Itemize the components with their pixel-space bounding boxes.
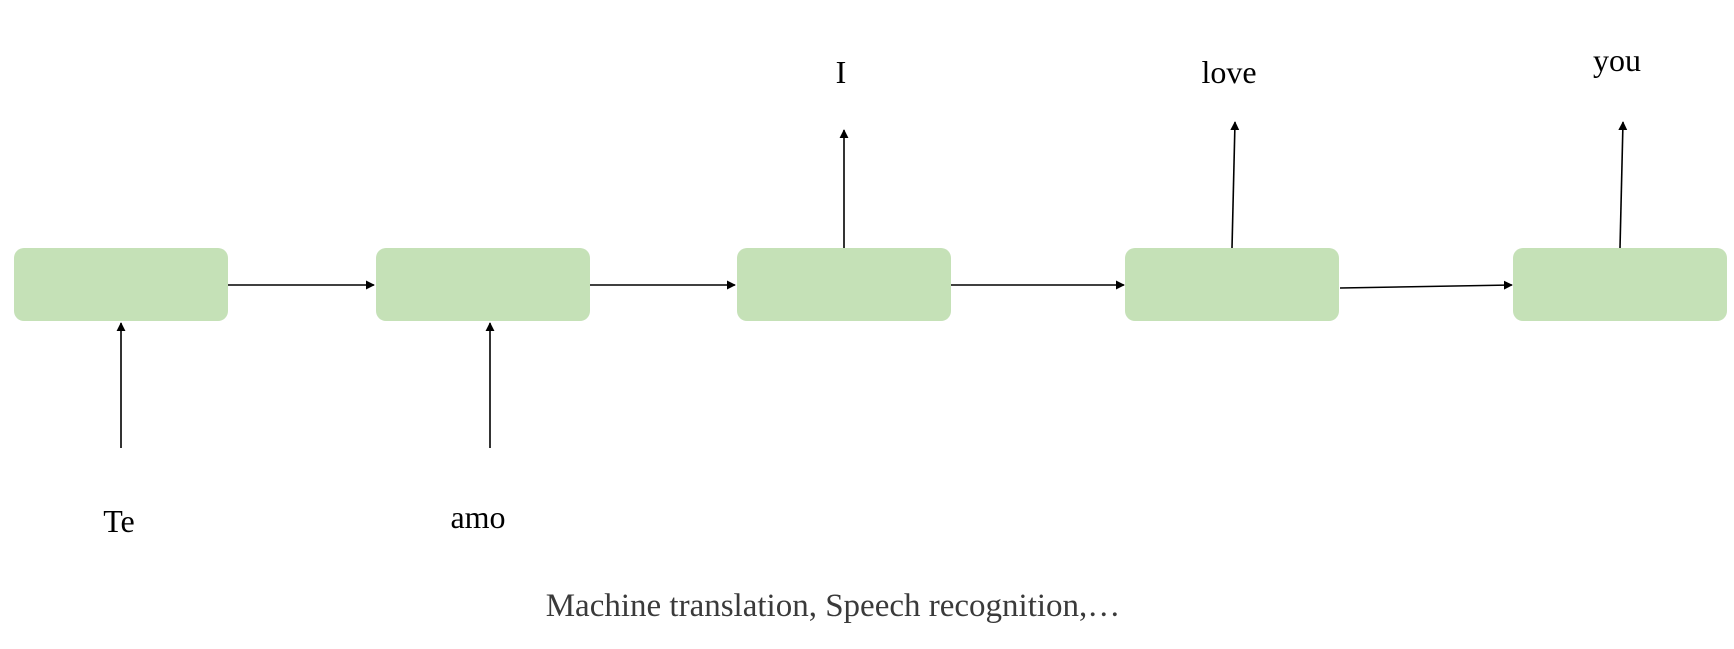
arrow-cell4-to-cell5 (1339, 280, 1513, 290)
input-word-te: Te (103, 503, 135, 539)
input-word-amo: amo (450, 499, 506, 535)
arrow-output-love (1230, 121, 1240, 249)
arrow-output-you (1618, 121, 1628, 249)
rnn-cell-5 (1513, 248, 1727, 321)
rnn-cell-4 (1125, 248, 1339, 321)
output-word-love: love (1201, 54, 1257, 90)
rnn-cell-1 (14, 248, 228, 321)
output-word-i: I (835, 54, 847, 90)
output-word-you: you (1593, 42, 1641, 78)
rnn-cell-2 (376, 248, 590, 321)
rnn-cell-3 (737, 248, 951, 321)
diagram-caption: Machine translation, Speech recognition,… (545, 588, 1121, 624)
